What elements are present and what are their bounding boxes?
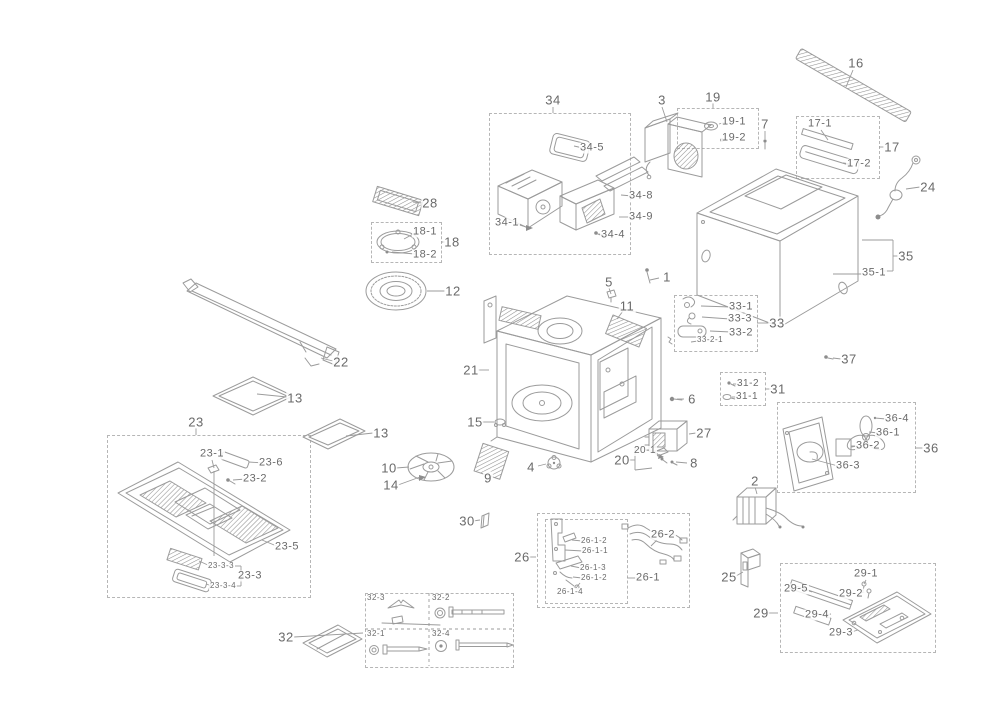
leader-line — [857, 591, 865, 595]
part-36-fan-assembly — [782, 415, 886, 492]
part-16-vent-grille — [795, 48, 912, 122]
leader-line — [320, 357, 334, 362]
part-4-coupler — [546, 455, 562, 470]
leader-line — [823, 613, 832, 616]
part-32-template — [302, 624, 363, 658]
part-34-duct-assembly — [497, 133, 649, 237]
part-30-clip — [480, 512, 490, 529]
part-17-lamp-lens — [799, 128, 860, 175]
part-27-capacitor — [644, 420, 688, 452]
leader-line — [661, 106, 668, 123]
leader-line — [649, 277, 660, 281]
leader-line — [723, 137, 727, 141]
leader-line — [709, 330, 732, 333]
leader-line — [412, 201, 423, 204]
part-21-oven-cavity — [483, 295, 662, 463]
leader-line — [675, 461, 688, 464]
leader-line — [700, 305, 732, 308]
leader-line — [211, 459, 215, 469]
leader-line — [688, 432, 697, 435]
leader-line — [537, 463, 547, 467]
leader-line — [248, 461, 264, 464]
leader-line — [575, 582, 581, 589]
part-13-tray-b — [302, 418, 366, 450]
part-26-2-wire-harness — [621, 523, 688, 565]
part-28-filter — [372, 185, 424, 217]
part-10-fan-blade — [407, 452, 455, 482]
part-5-bracket — [606, 289, 617, 303]
part-24-thermostat-cable — [875, 155, 921, 220]
part-33-latch-parts — [667, 296, 707, 345]
part-23-base-plate-assembly — [117, 451, 291, 593]
part-1-screw — [645, 268, 651, 284]
leader-line — [634, 467, 653, 471]
part-7-screw — [763, 139, 767, 150]
leader-line — [570, 565, 582, 569]
leader-line — [650, 539, 658, 547]
leader-line — [608, 287, 612, 295]
leader-line — [874, 417, 887, 420]
leader-line — [690, 340, 699, 343]
leader-line — [472, 519, 481, 522]
part-19-damper — [704, 121, 724, 142]
leader-line — [754, 486, 758, 495]
leader-line — [572, 576, 583, 579]
part-31-screws — [722, 381, 736, 400]
leader-line — [620, 194, 633, 197]
part-2-transformer — [732, 487, 805, 529]
part-11-vent-grille — [605, 314, 647, 348]
leader-line — [397, 476, 421, 486]
leader-line — [811, 458, 839, 467]
leader-line — [564, 549, 584, 552]
leader-line — [571, 539, 583, 542]
leader-line — [735, 571, 744, 577]
leader-line — [718, 121, 727, 125]
leader-line — [701, 316, 731, 320]
part-22-grille-bar — [182, 278, 340, 367]
part-3-exhaust-fan — [644, 112, 712, 180]
part-25-bracket — [740, 548, 761, 588]
leader-line — [345, 432, 374, 437]
leader-line — [832, 357, 842, 360]
leader-line — [256, 393, 288, 398]
leader-line — [293, 632, 364, 638]
part-37-screw — [824, 355, 834, 360]
leader-line — [391, 251, 416, 255]
leader-line — [395, 466, 410, 469]
leader-line — [847, 629, 859, 634]
part-35-outer-case — [696, 168, 859, 328]
leader-line — [845, 69, 854, 88]
part-6-screw — [669, 396, 683, 402]
leader-line — [573, 145, 584, 149]
part-12-turntable-tray — [365, 271, 427, 311]
part-18-roller-ring — [376, 229, 420, 254]
leader-lines-layer — [195, 69, 923, 666]
leader-line — [232, 478, 247, 481]
part-26-latch-assembly — [550, 518, 583, 590]
leader-line — [863, 579, 867, 585]
part-9-grille — [473, 442, 510, 480]
leader-line — [905, 186, 921, 190]
part-32-hardware — [369, 599, 514, 655]
leader-line — [820, 129, 829, 141]
part-29-mounting-kit — [788, 579, 932, 644]
part-15-clip — [494, 418, 506, 427]
